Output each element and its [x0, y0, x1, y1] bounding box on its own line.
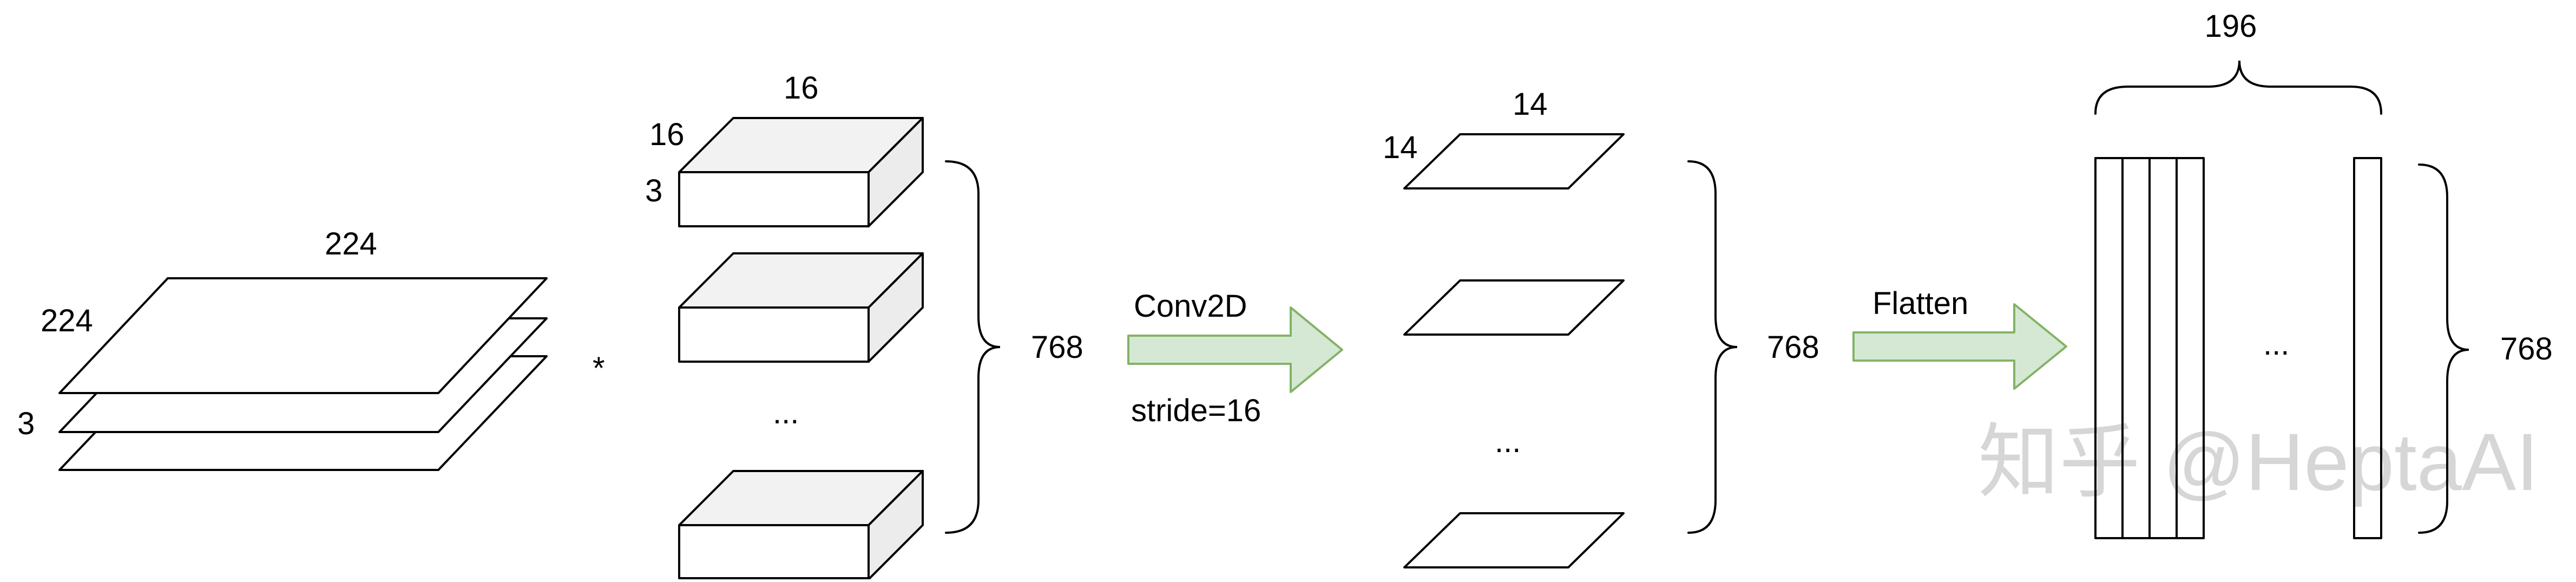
feature-map-ellipsis: ... [1495, 424, 1521, 459]
token-dim-brace [2418, 164, 2469, 534]
token-column-4 [2176, 157, 2205, 539]
kernel-ellipsis: ... [773, 395, 799, 430]
feature-map-height-label: 14 [1383, 130, 1418, 165]
kernel-count-label: 768 [1031, 330, 1083, 365]
kernel-depth-label: 3 [645, 173, 662, 208]
token-count-label: 196 [2205, 9, 2257, 44]
token-count-brace [2094, 60, 2382, 115]
kernel-box-last [678, 470, 924, 580]
watermark-text: 知乎 @HeptaAI [1978, 416, 2539, 507]
kernel-box-2 [678, 252, 924, 363]
flatten-arrow [1852, 303, 2067, 390]
token-column-last [2353, 157, 2382, 539]
convolution-operator: * [593, 351, 605, 386]
feature-map-last [1403, 512, 1625, 568]
kernel-box-1 [678, 117, 924, 227]
conv-stride-label: stride=16 [1131, 393, 1261, 428]
input-width-label: 224 [325, 226, 377, 261]
feature-map-width-label: 14 [1513, 87, 1548, 122]
kernel-count-brace [945, 160, 1001, 534]
token-columns [2094, 157, 2382, 539]
kernel-width-label: 16 [784, 70, 819, 106]
input-image-stack [58, 277, 548, 471]
kernel-height-label: 16 [649, 117, 685, 152]
conv2d-label: Conv2D [1134, 289, 1247, 324]
flatten-label: Flatten [1872, 286, 1968, 321]
input-channels-label: 3 [17, 406, 35, 441]
input-plane-1 [58, 277, 548, 394]
token-ellipsis: ... [2263, 326, 2289, 362]
token-dim-label: 768 [2500, 331, 2553, 367]
feature-map-1 [1403, 133, 1625, 189]
feature-map-count-brace [1687, 160, 1738, 534]
feature-map-2 [1403, 279, 1625, 336]
input-height-label: 224 [41, 303, 93, 338]
feature-map-count-label: 768 [1767, 330, 1819, 365]
conv2d-arrow [1127, 306, 1343, 393]
